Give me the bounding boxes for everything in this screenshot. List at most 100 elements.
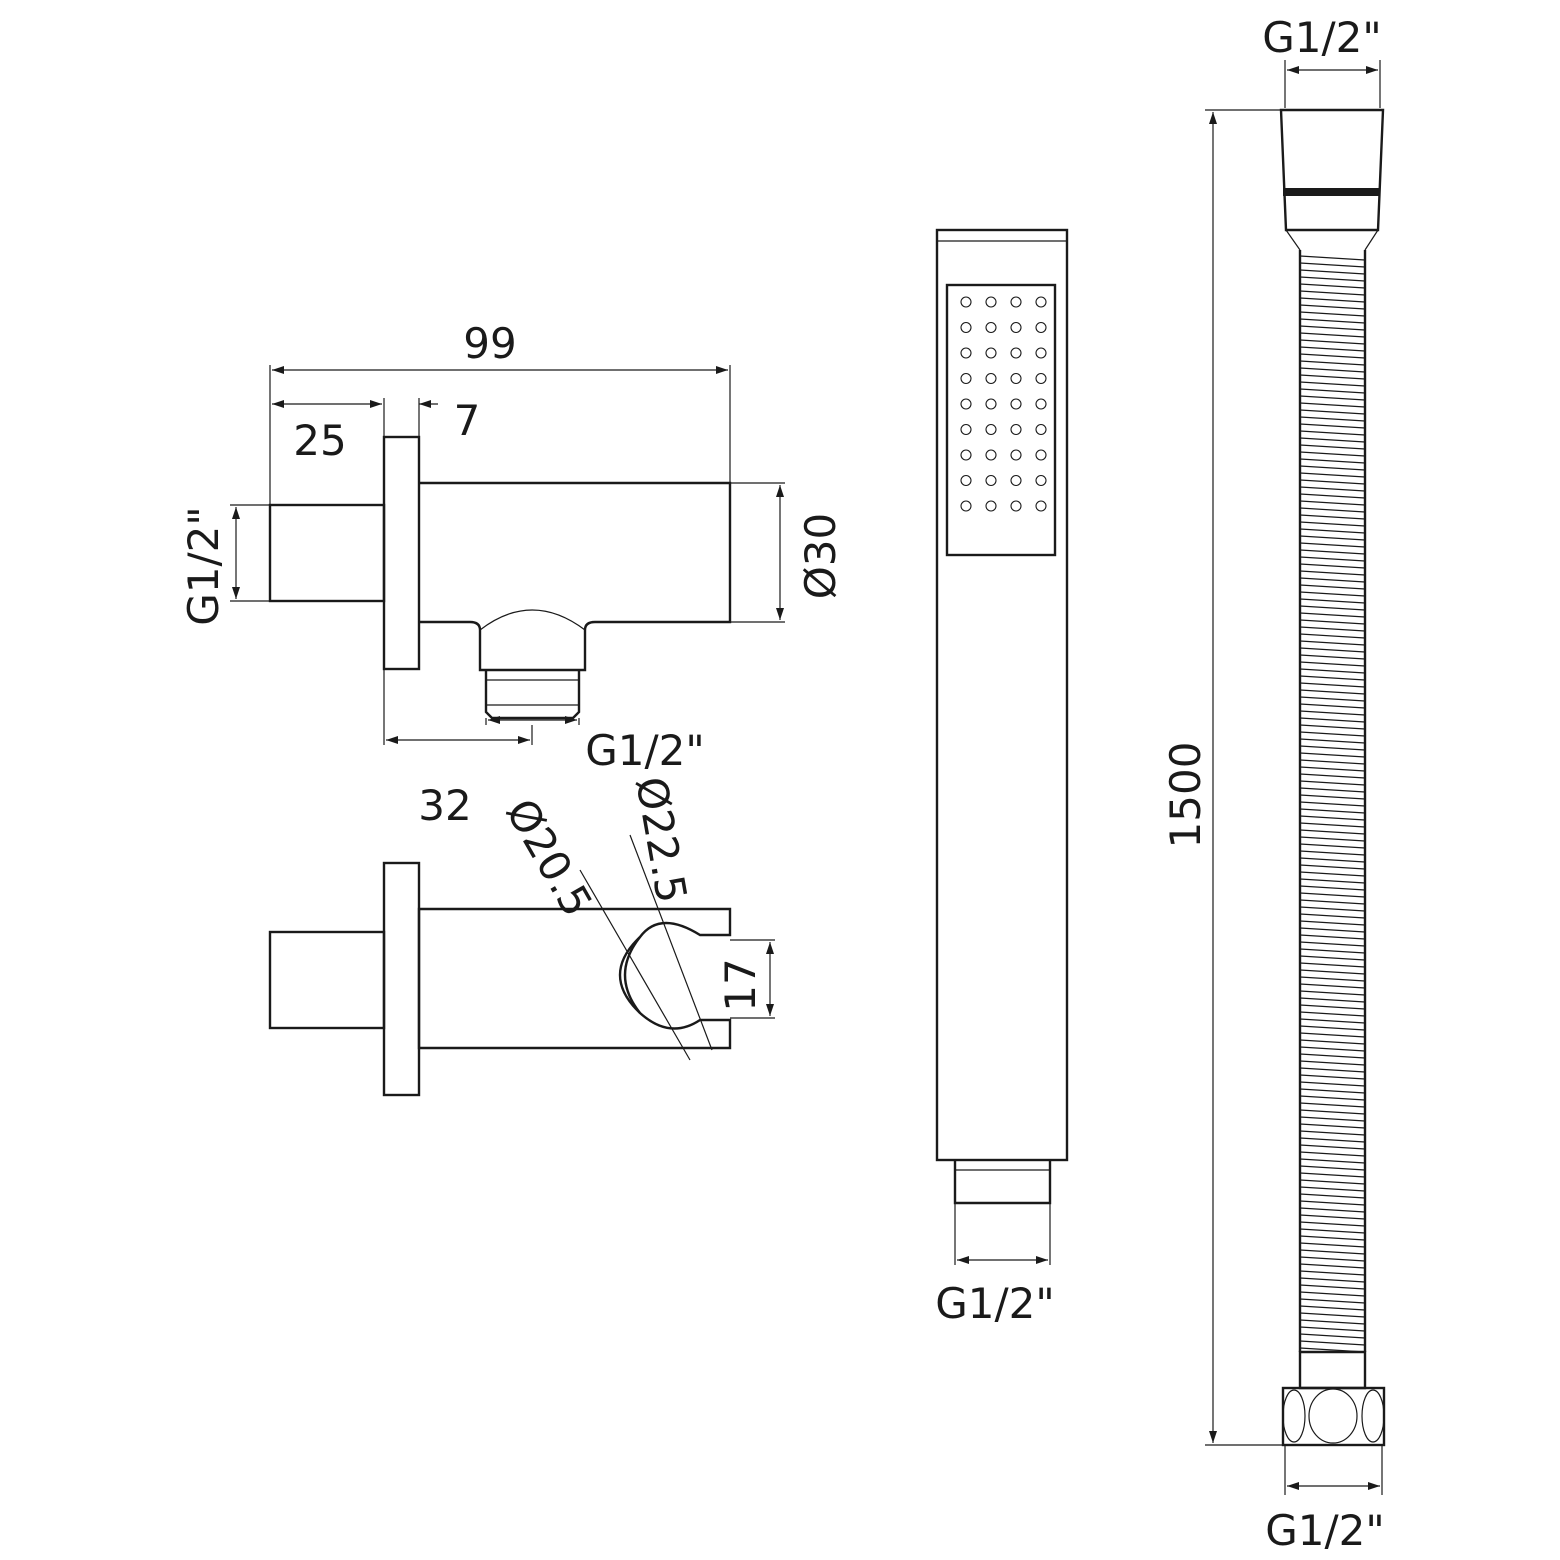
hose-coil bbox=[1299, 1333, 1366, 1339]
hose-coil bbox=[1299, 1270, 1366, 1276]
spray-nozzle bbox=[1010, 398, 1022, 410]
spray-nozzle bbox=[1010, 321, 1022, 334]
hose-coil bbox=[1299, 1116, 1366, 1122]
hose-coil bbox=[1299, 1242, 1366, 1248]
hose-coil bbox=[1299, 619, 1366, 625]
spray-nozzle bbox=[960, 500, 972, 512]
wall-flange bbox=[382, 435, 421, 671]
hose-coil bbox=[1299, 332, 1366, 338]
hose-coil bbox=[1299, 276, 1366, 282]
hose-coil bbox=[1299, 325, 1366, 331]
spray-nozzle bbox=[1035, 500, 1047, 512]
hose-coil bbox=[1299, 836, 1366, 842]
hose-coil bbox=[1299, 829, 1366, 835]
hose-coil bbox=[1299, 367, 1366, 373]
hose-coil bbox=[1299, 1004, 1366, 1010]
hose-coil bbox=[1299, 1186, 1366, 1192]
hose-coil bbox=[1299, 1298, 1366, 1304]
hose-coil bbox=[1299, 773, 1366, 779]
hose-coil bbox=[1299, 1172, 1366, 1178]
dim-outlet-thread: G1/2" bbox=[585, 726, 704, 775]
spray-nozzle bbox=[1035, 347, 1047, 359]
hose-coil bbox=[1299, 1137, 1366, 1143]
hose-coil bbox=[1299, 283, 1366, 289]
dim-7: 7 bbox=[454, 396, 481, 445]
spray-nozzle bbox=[1035, 372, 1047, 385]
hose-coil bbox=[1299, 591, 1366, 597]
hose-coil bbox=[1299, 1340, 1366, 1346]
hose-coil bbox=[1299, 304, 1366, 310]
spray-nozzle bbox=[985, 372, 997, 385]
hose-coil bbox=[1299, 948, 1366, 954]
hose-coil bbox=[1299, 1032, 1366, 1038]
hose-coil bbox=[1299, 983, 1366, 989]
hose-coil bbox=[1299, 437, 1366, 443]
hose-coil bbox=[1299, 843, 1366, 849]
hose-coil bbox=[1299, 1074, 1366, 1080]
spray-nozzle bbox=[960, 296, 972, 308]
hose-coil bbox=[1299, 1256, 1366, 1262]
spray-nozzle bbox=[985, 296, 997, 308]
hose-coil bbox=[1299, 717, 1366, 723]
hose-coil bbox=[1299, 906, 1366, 912]
hose-coil bbox=[1299, 262, 1366, 268]
hose-coil bbox=[1299, 395, 1366, 401]
spray-nozzle bbox=[985, 449, 997, 461]
hose-coil bbox=[1299, 472, 1366, 478]
hose-coil bbox=[1299, 1214, 1366, 1220]
hose-coil bbox=[1299, 934, 1366, 940]
hose-coil bbox=[1299, 1284, 1366, 1290]
hose-coil bbox=[1299, 311, 1366, 317]
hose-coil bbox=[1299, 269, 1366, 275]
hose-coil bbox=[1299, 927, 1366, 933]
hose-coil bbox=[1299, 997, 1366, 1003]
spray-nozzle bbox=[1010, 474, 1022, 487]
hose-coil bbox=[1299, 479, 1366, 485]
hose-coil bbox=[1299, 689, 1366, 695]
hose-coil bbox=[1299, 675, 1366, 681]
hose-coil bbox=[1299, 871, 1366, 877]
hose-coil bbox=[1299, 1179, 1366, 1185]
holder-dimensions: Ø20.5 Ø22.5 17 bbox=[496, 773, 775, 1061]
outlet-thread bbox=[484, 670, 581, 720]
hose-coil bbox=[1299, 640, 1366, 646]
hose-coil bbox=[1299, 353, 1366, 359]
hose-coils bbox=[1299, 255, 1366, 1353]
hose-bottom-sleeve bbox=[1298, 1350, 1367, 1390]
hose-coil bbox=[1299, 633, 1366, 639]
hose-coil bbox=[1299, 724, 1366, 730]
hose-coil bbox=[1299, 486, 1366, 492]
hose-coil bbox=[1299, 668, 1366, 674]
hose-coil bbox=[1299, 549, 1366, 555]
hose-coil bbox=[1299, 318, 1366, 324]
spray-nozzle bbox=[985, 347, 997, 359]
wall-outlet-elbow bbox=[268, 435, 732, 720]
hose-coil bbox=[1299, 738, 1366, 744]
hose-coil bbox=[1299, 1102, 1366, 1108]
hose-coil bbox=[1299, 899, 1366, 905]
hose-coil bbox=[1299, 1053, 1366, 1059]
dim-1500: 1500 bbox=[1161, 742, 1210, 849]
spray-nozzle bbox=[960, 321, 972, 334]
hose-coil bbox=[1299, 703, 1366, 709]
hose-coil bbox=[1299, 787, 1366, 793]
spray-nozzle bbox=[1010, 423, 1022, 436]
hose-top-nut bbox=[1279, 108, 1385, 232]
hose-coil bbox=[1299, 1011, 1366, 1017]
spray-nozzle bbox=[1010, 449, 1022, 461]
hose-dimensions: G1/2" 1500 G1/2" bbox=[1161, 13, 1385, 1555]
hose-coil bbox=[1299, 647, 1366, 653]
hose-coil bbox=[1299, 500, 1366, 506]
spray-nozzle bbox=[1010, 347, 1022, 359]
hose-coil bbox=[1299, 255, 1366, 261]
dim-diameter-22-5: Ø22.5 bbox=[626, 773, 696, 906]
hose-coil bbox=[1299, 493, 1366, 499]
shower-hose bbox=[1279, 108, 1386, 1447]
hose-coil bbox=[1299, 1221, 1366, 1227]
spray-nozzle bbox=[960, 398, 972, 410]
spray-nozzle bbox=[1035, 398, 1047, 410]
spray-nozzle bbox=[960, 347, 972, 359]
hose-coil bbox=[1299, 1235, 1366, 1241]
hose-coil bbox=[1299, 605, 1366, 611]
